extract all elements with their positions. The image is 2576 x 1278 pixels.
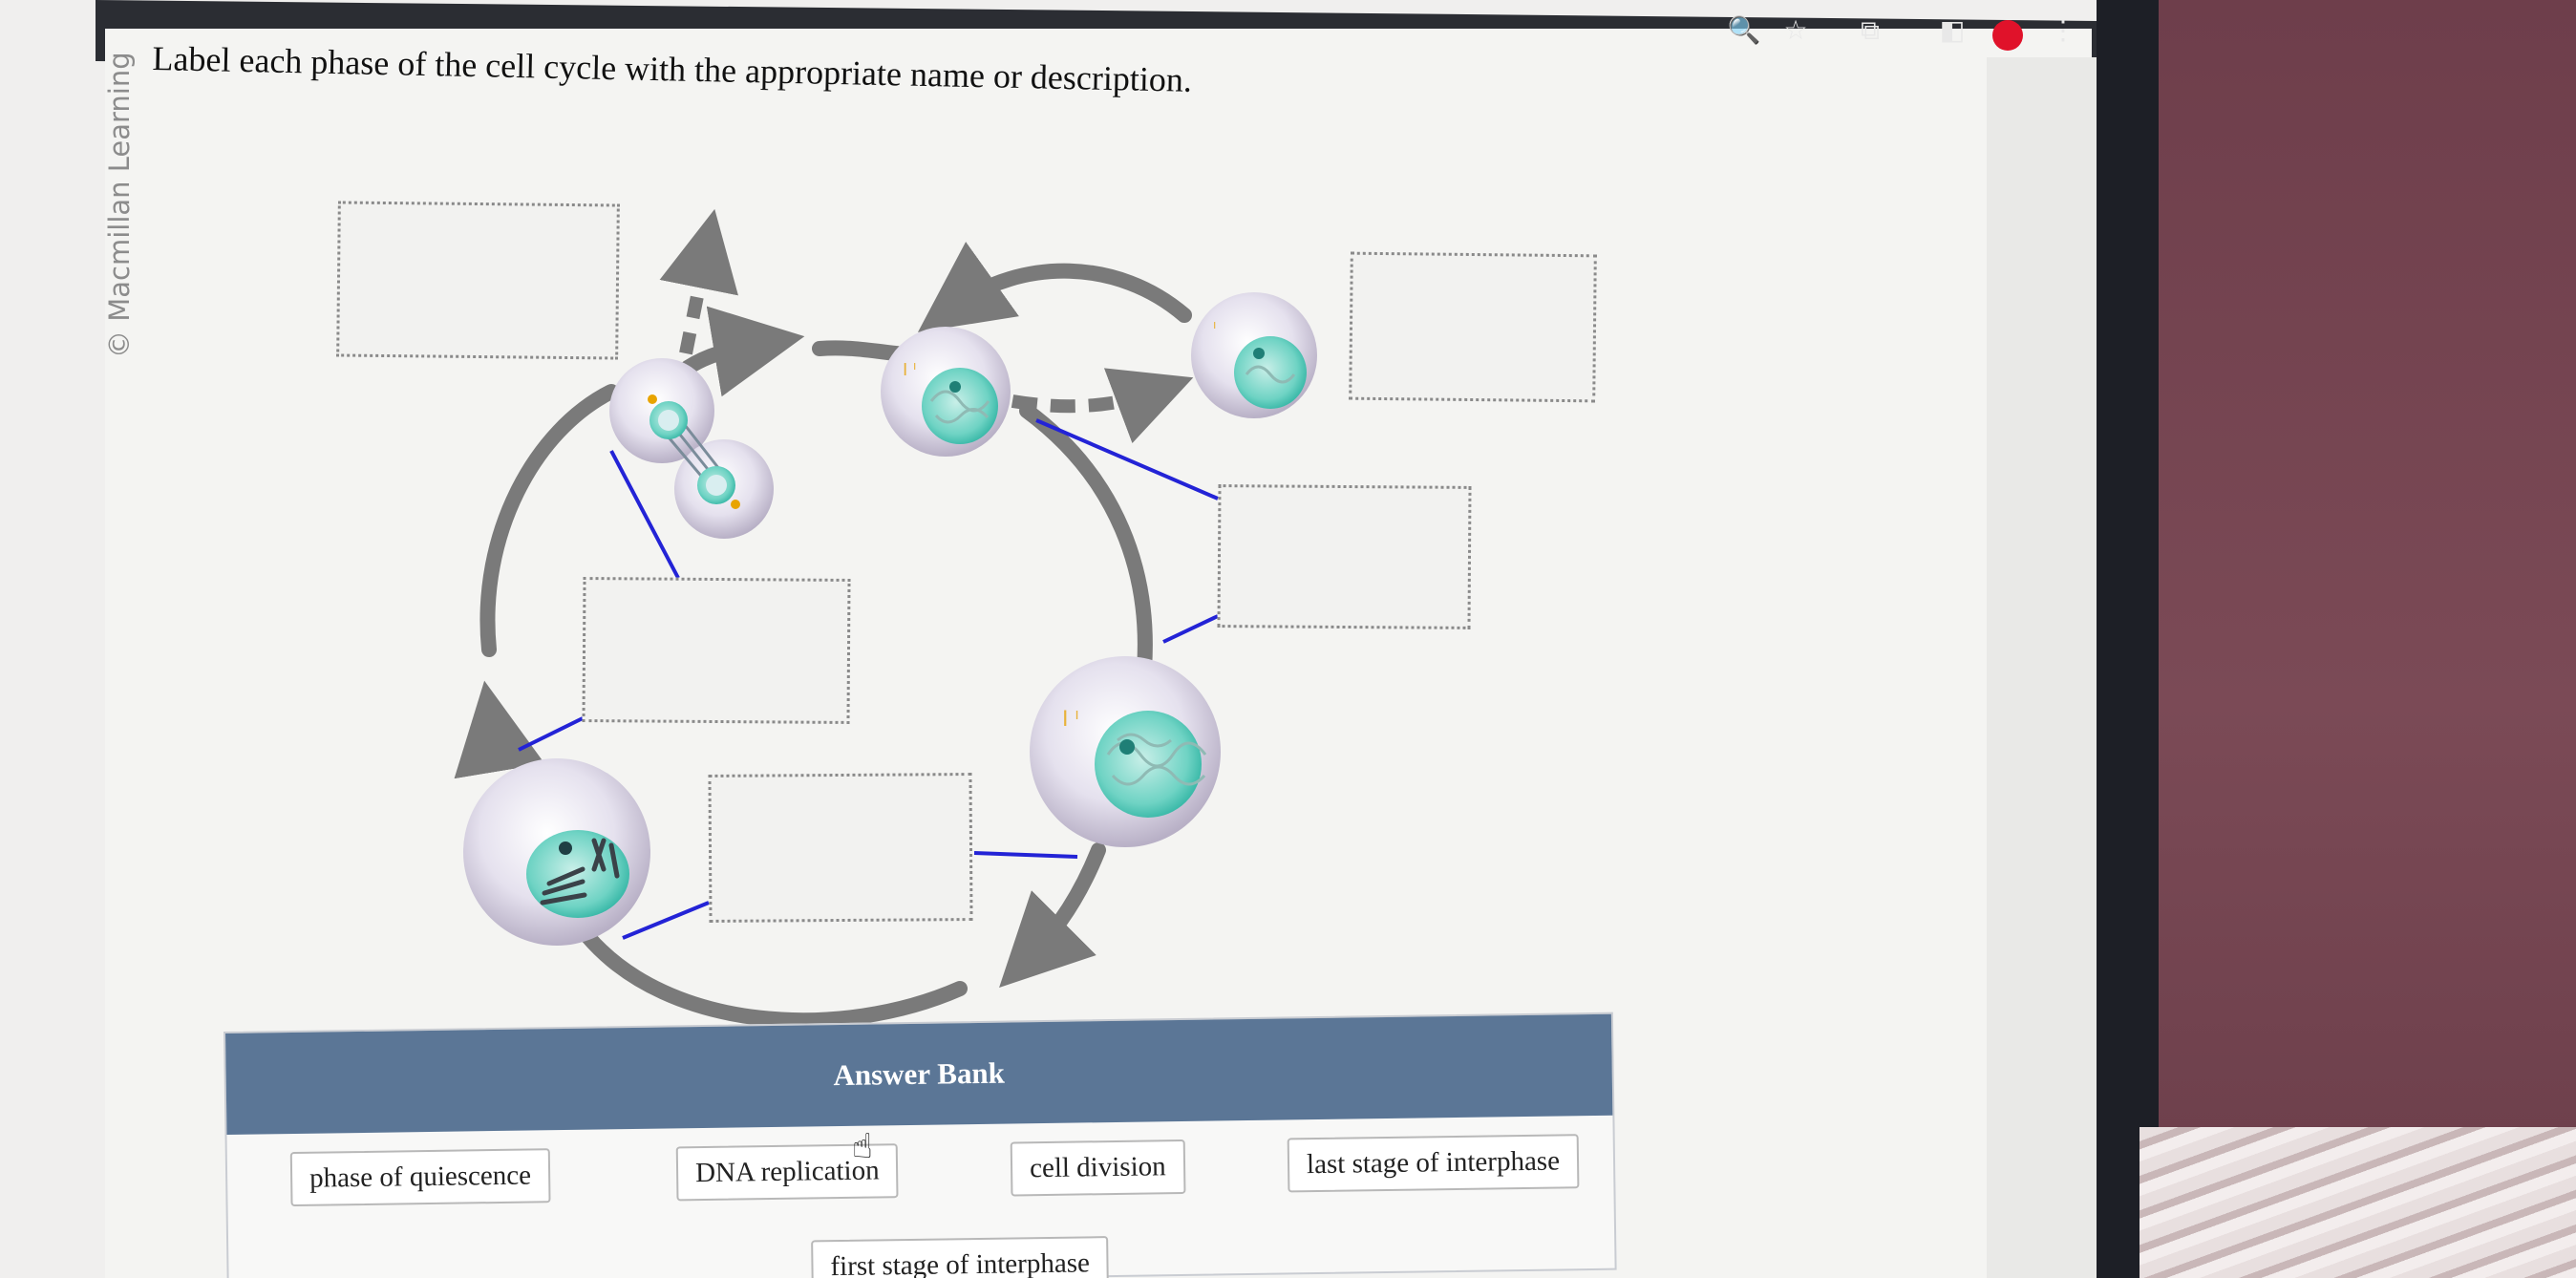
label-drop-zone-mitosis-side[interactable] bbox=[582, 577, 851, 724]
quiescence-arrow-dashed bbox=[1011, 368, 1194, 444]
extensions-icon[interactable]: ⧉ bbox=[1861, 14, 1880, 46]
page-margin bbox=[1987, 57, 2097, 1278]
label-drop-zone-division[interactable] bbox=[336, 201, 620, 360]
answer-chip-cell-division[interactable]: cell division bbox=[1010, 1139, 1186, 1197]
answer-chip-last-stage-of-interphase[interactable]: last stage of interphase bbox=[1287, 1134, 1580, 1193]
star-icon[interactable]: ☆ bbox=[1783, 14, 1808, 46]
label-drop-zone-quiescence[interactable] bbox=[1349, 251, 1597, 403]
svg-text:ᴵ: ᴵ bbox=[1213, 319, 1216, 339]
cycle-arrow-lower-right bbox=[999, 842, 1106, 988]
arrow-to-division bbox=[680, 306, 805, 397]
label-drop-zone-lower[interactable] bbox=[708, 773, 973, 923]
leader-line bbox=[609, 450, 680, 579]
arrow-up-left bbox=[454, 680, 545, 779]
quiescent-cell: ᴵ bbox=[1191, 292, 1317, 418]
kebab-menu-icon[interactable]: ⋮ bbox=[2050, 14, 2076, 46]
hand-cursor-icon: ☝ bbox=[852, 1127, 873, 1166]
leader-line bbox=[622, 901, 710, 940]
leader-line bbox=[1035, 418, 1219, 501]
exit-arrow-dashed bbox=[659, 208, 738, 355]
background-fabric bbox=[2140, 1127, 2576, 1278]
mitotic-cell bbox=[463, 758, 650, 946]
profile-avatar[interactable] bbox=[1992, 20, 2023, 51]
cycle-arrow-right bbox=[1019, 403, 1153, 676]
sidebar-icon[interactable]: ◧ bbox=[1939, 14, 1966, 46]
cycle-arrow-top bbox=[917, 242, 1192, 332]
svg-text:I ᴵ: I ᴵ bbox=[903, 360, 916, 380]
answer-bank: Answer Bank phase of quiescence DNA repl… bbox=[224, 1012, 1617, 1278]
interphase-cell-right: I ᴵ bbox=[1030, 656, 1221, 847]
leader-line bbox=[973, 851, 1078, 859]
dividing-cell bbox=[609, 358, 774, 539]
leader-line bbox=[1162, 614, 1219, 644]
leader-line bbox=[518, 716, 584, 752]
screen: 🔍 ☆ ⧉ ◧ ⋮ © Macmillan Learning Label eac… bbox=[0, 0, 2097, 1278]
zoom-icon[interactable]: 🔍 bbox=[1727, 14, 1761, 46]
cell-cycle-diagram: I ᴵ ᴵ I ᴵ bbox=[454, 208, 1317, 1029]
cycle-arrow-left bbox=[479, 384, 619, 657]
svg-text:I ᴵ: I ᴵ bbox=[1062, 708, 1079, 732]
label-drop-zone-g1[interactable] bbox=[1217, 484, 1472, 629]
cycle-arrow-bottom bbox=[580, 928, 968, 1029]
answer-bank-title: Answer Bank bbox=[225, 1013, 1613, 1135]
answer-chip-first-stage-of-interphase[interactable]: first stage of interphase bbox=[811, 1236, 1110, 1278]
interphase-cell-top: I ᴵ bbox=[881, 327, 1011, 457]
answer-chip-phase-of-quiescence[interactable]: phase of quiescence bbox=[289, 1148, 551, 1207]
